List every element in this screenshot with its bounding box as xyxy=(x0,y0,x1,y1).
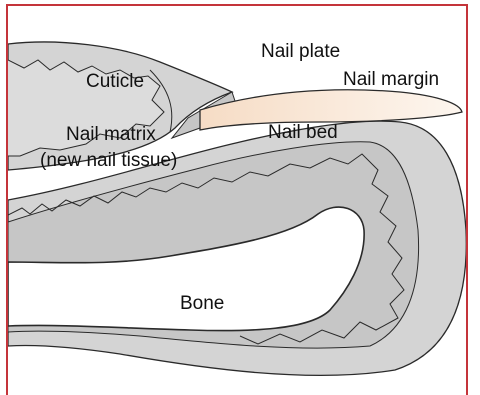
label-nail-plate: Nail plate xyxy=(261,42,340,61)
label-new-nail-tissue: (new nail tissue) xyxy=(40,151,177,170)
label-nail-margin: Nail margin xyxy=(343,70,439,89)
label-nail-bed: Nail bed xyxy=(268,123,338,142)
label-bone: Bone xyxy=(180,294,224,313)
label-nail-matrix: Nail matrix xyxy=(66,125,156,144)
label-cuticle: Cuticle xyxy=(86,72,144,91)
